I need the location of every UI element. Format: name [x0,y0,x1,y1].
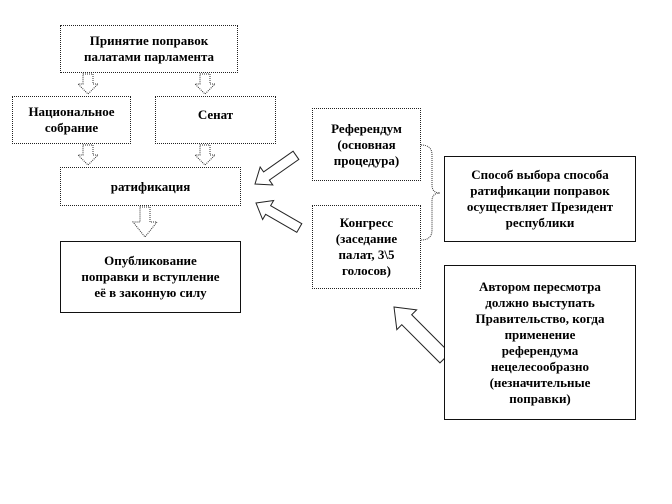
referendum-box: Референдум (основная процедура) [312,108,421,181]
publication-box: Опубликование поправки и вступление её в… [60,241,241,313]
national-assembly-box: Национальное собрание [12,96,131,144]
president-choice-box: Способ выбора способа ратификации поправ… [444,156,636,242]
arrow-congress-to-ratification-icon [255,199,303,234]
senate-box: Сенат [155,96,276,144]
congress-box: Конгресс (заседание палат, 3\5 голосов) [312,205,421,289]
arrow-down-icon [194,144,216,166]
arrow-referendum-to-ratification-icon [254,150,300,186]
government-author-box: Автором пересмотра должно выступать Прав… [444,265,636,420]
ratification-box: ратификация [60,167,241,206]
brace-icon [420,144,441,241]
arrow-down-icon [194,73,216,95]
adoption-box: Принятие поправок палатами парламента [60,25,238,73]
arrow-down-icon [77,144,99,166]
arrow-down-icon [77,73,99,95]
arrow-down-icon [131,206,159,238]
